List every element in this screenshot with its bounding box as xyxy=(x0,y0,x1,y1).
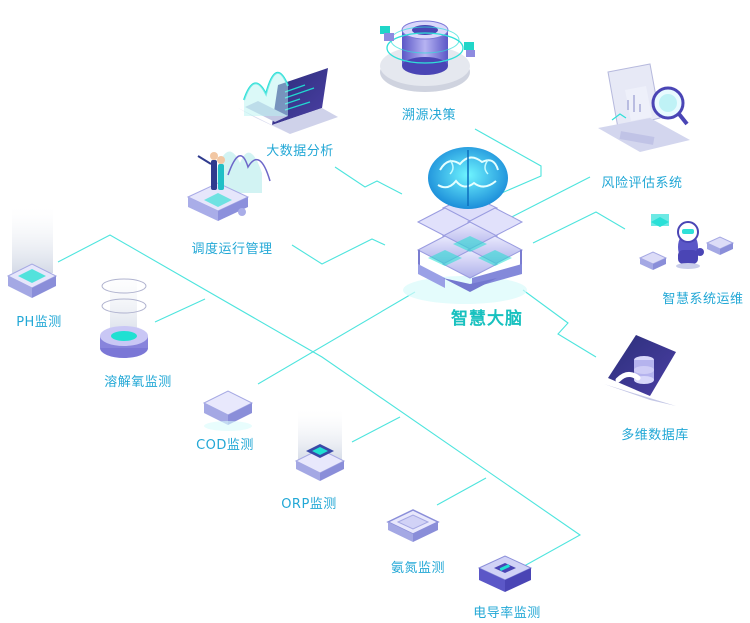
line-bigdata xyxy=(334,166,403,195)
line-ops xyxy=(532,211,626,244)
label-cod-monitoring: COD监测 xyxy=(196,438,254,453)
big-data-laptop xyxy=(238,68,338,134)
label-orp-monitoring: ORP监测 xyxy=(281,497,337,512)
conductivity-sensor-illustration xyxy=(477,555,533,592)
label-trace-decision: 溯源决策 xyxy=(401,108,457,123)
line-ammonia xyxy=(436,477,487,506)
cod-sensor-illustration xyxy=(202,390,254,431)
line-oxygen xyxy=(154,298,206,323)
label-risk-assessment: 风险评估系统 xyxy=(601,176,683,191)
center-brain-server xyxy=(403,147,527,304)
risk-assessment-illustration xyxy=(598,63,690,152)
oxygen-sensor-illustration xyxy=(100,270,148,358)
ammonia-sensor-illustration xyxy=(386,509,440,542)
label-ph-monitoring: PH监测 xyxy=(16,315,62,330)
multi-database-illustration xyxy=(604,335,676,406)
label-oxygen-monitoring: 溶解氧监测 xyxy=(104,375,172,390)
label-system-ops: 智慧系统运维 xyxy=(662,292,744,307)
server-stack xyxy=(416,194,524,292)
ph-sensor-illustration xyxy=(6,207,58,298)
line-risk xyxy=(499,176,591,224)
line-orp xyxy=(351,416,401,443)
orp-sensor-illustration xyxy=(294,410,346,481)
label-ammonia-monitoring: 氨氮监测 xyxy=(390,561,446,576)
label-big-data-analysis: 大数据分析 xyxy=(266,144,334,159)
line-cod xyxy=(257,291,416,385)
system-ops-robot xyxy=(638,214,735,270)
trace-decision-illustration xyxy=(380,20,475,92)
brain-icon xyxy=(428,147,508,209)
line-trace xyxy=(474,128,542,196)
scheduling-illustration xyxy=(186,151,271,221)
connector-lines xyxy=(57,128,626,571)
label-conductivity-monitoring: 电导率监测 xyxy=(473,606,541,621)
line-main-trunk xyxy=(57,234,582,571)
center-label: 智慧大脑 xyxy=(451,309,523,329)
label-scheduling-management: 调度运行管理 xyxy=(191,242,273,257)
label-multi-database: 多维数据库 xyxy=(621,428,689,443)
line-database xyxy=(522,289,597,358)
line-scheduling xyxy=(291,238,386,265)
